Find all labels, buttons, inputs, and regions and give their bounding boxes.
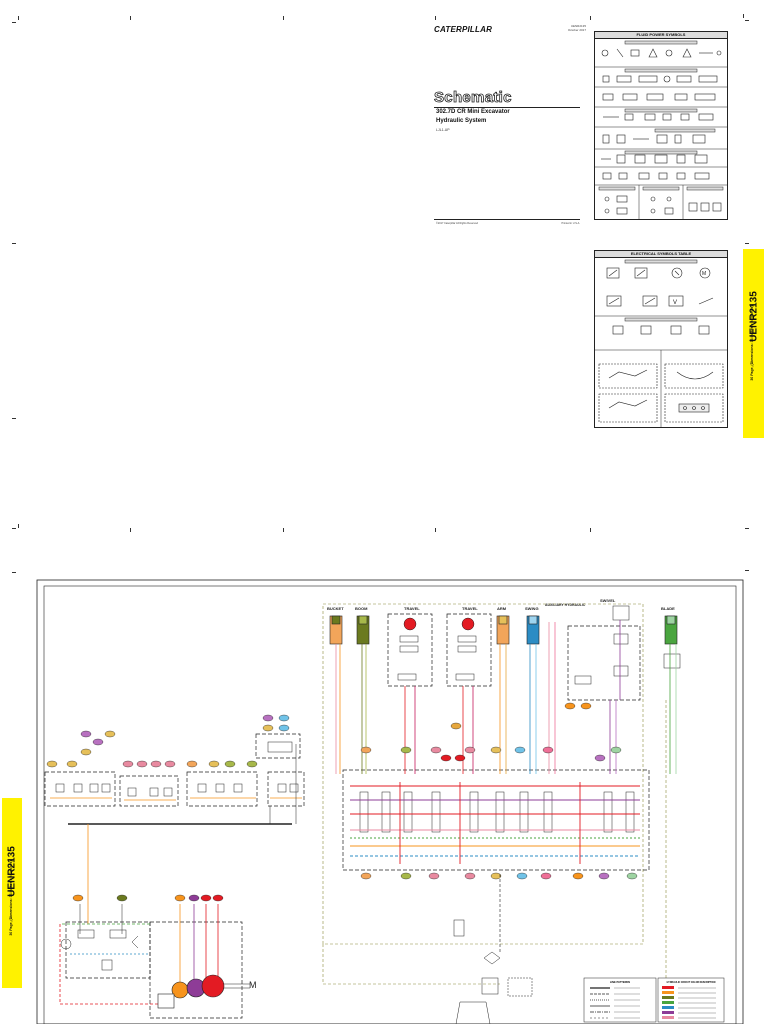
valve-section-auxiliary bbox=[519, 791, 529, 833]
footer-right: Printed in U.S.A. bbox=[561, 222, 580, 225]
valve-section-end bbox=[625, 791, 635, 833]
doc-date: October 2017 bbox=[567, 28, 586, 32]
fluid-power-symbols-table: FLUID POWER SYMBOLS bbox=[594, 31, 728, 220]
tab-pages-right: 30 Page, (Dimensions: 33 inches x 24 inc… bbox=[750, 305, 754, 381]
engine-motor-label: M bbox=[249, 980, 257, 990]
label-travel-right: TRAVEL bbox=[462, 606, 478, 611]
travel-right-motor-box bbox=[446, 613, 492, 687]
hydraulic-tank bbox=[455, 1001, 491, 1024]
swivel-box bbox=[567, 625, 641, 701]
line-legend-title: LINE PATTERNS bbox=[610, 980, 630, 984]
label-swivel: SWIVEL bbox=[600, 598, 616, 603]
pilot-valve-blade bbox=[267, 771, 305, 807]
pump-group bbox=[149, 921, 243, 1019]
valve-section-swivel bbox=[543, 791, 553, 833]
subtitle-line-2: Hydraulic System bbox=[436, 118, 487, 124]
valve-section-boom bbox=[381, 791, 391, 833]
footer-left: ©2017 Caterpillar All Rights Reserved bbox=[436, 222, 479, 225]
label-travel-left: TRAVEL bbox=[404, 606, 420, 611]
brand-logo: CATERPILLAR bbox=[434, 25, 493, 34]
filter bbox=[453, 919, 465, 937]
label-arm: ARM bbox=[497, 606, 507, 611]
footer-divider bbox=[434, 219, 580, 220]
document-tab-right: UENR2135 30 Page, (Dimensions: 33 inches… bbox=[743, 249, 764, 438]
subtitle-line-1: 302.7D CR Mini Excavator bbox=[436, 109, 510, 115]
main-pump bbox=[201, 974, 225, 998]
outer-border bbox=[36, 579, 744, 1024]
circuit-color-legend: HYDRAULIC CIRCUIT COLOR DESCRIPTION bbox=[657, 977, 725, 1023]
svg-text:M: M bbox=[702, 271, 706, 277]
pilot-pump bbox=[171, 981, 189, 999]
label-blade: BLADE bbox=[661, 606, 675, 611]
cooler-bypass bbox=[507, 977, 533, 997]
check-valve bbox=[483, 951, 501, 965]
main-control-valve bbox=[342, 769, 650, 871]
doc-meta: UENR2135 October 2017 bbox=[556, 24, 586, 32]
pilot-shutoff-spool bbox=[267, 741, 293, 753]
fluid-table-title: FLUID POWER SYMBOLS bbox=[595, 32, 727, 39]
label-boom: BOOM bbox=[355, 606, 368, 611]
travel-right-motor bbox=[461, 617, 475, 631]
electrical-symbols-table: ELECTRICAL SYMBOLS TABLE M V bbox=[594, 250, 728, 428]
model-subtitle: 302.7D CR Mini Excavator Hydraulic Syste… bbox=[436, 108, 510, 126]
valve-section-arm bbox=[469, 791, 479, 833]
electrical-symbols-grid: M V bbox=[595, 259, 727, 428]
inner-border bbox=[43, 585, 737, 1024]
valve-section-bucket bbox=[359, 791, 369, 833]
line-pattern-legend: LINE PATTERNS bbox=[583, 977, 657, 1023]
valve-section-swing bbox=[495, 791, 505, 833]
implement-group-outline bbox=[322, 603, 644, 945]
swivel-joint bbox=[612, 605, 630, 621]
title-divider bbox=[434, 107, 580, 108]
valve-section-travel-right bbox=[431, 791, 441, 833]
travel-left-motor bbox=[403, 617, 417, 631]
accumulator bbox=[60, 938, 72, 950]
electrical-table-title: ELECTRICAL SYMBOLS TABLE bbox=[595, 251, 727, 258]
pilot-valve-right bbox=[186, 771, 258, 807]
pilot-valve-travel bbox=[119, 775, 179, 807]
travel-left-motor-box bbox=[387, 613, 433, 687]
svg-text:V: V bbox=[673, 300, 677, 306]
color-legend-title: HYDRAULIC CIRCUIT COLOR DESCRIPTION bbox=[667, 981, 716, 984]
valve-section-blade bbox=[603, 791, 613, 833]
fluid-symbols-grid bbox=[595, 40, 727, 219]
label-bucket: BUCKET bbox=[327, 606, 344, 611]
pilot-shutoff-valve bbox=[255, 733, 301, 759]
label-swing: SWING bbox=[525, 606, 539, 611]
page-title: Schematic bbox=[434, 89, 512, 107]
label-auxiliary: AUXILIARY HYDRAULIC bbox=[545, 603, 586, 607]
footer: Printed in U.S.A. ©2017 Caterpillar All … bbox=[436, 222, 580, 225]
serial-range: LJL1-UP bbox=[436, 128, 450, 132]
doc-number: UENR2135 bbox=[570, 24, 586, 28]
pilot-valve-left bbox=[44, 771, 116, 807]
document-tab-left: UENR2135 30 Page, (Dimensions: 33 inches… bbox=[2, 798, 22, 988]
valve-section-travel-left bbox=[403, 791, 413, 833]
hydraulic-schematic: BUCKET BOOM TRAVEL TRAVEL ARM SWING AUXI… bbox=[36, 579, 744, 1024]
